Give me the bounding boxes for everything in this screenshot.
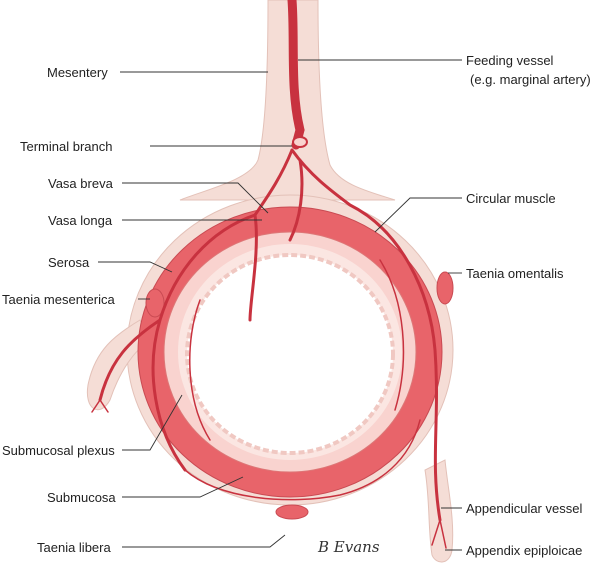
leader-lines (98, 59, 462, 551)
lumen (185, 253, 395, 455)
taenia-libera-shape (275, 504, 309, 520)
artist-signature: B Evans (317, 538, 380, 556)
label-feeding-vessel: Feeding vessel (466, 53, 554, 68)
label-terminal-branch: Terminal branch (20, 139, 113, 154)
label-appendicular-vessel: Appendicular vessel (466, 501, 582, 516)
label-feeding-vessel-note: (e.g. marginal artery) (470, 72, 591, 87)
label-circular-muscle: Circular muscle (466, 191, 556, 206)
label-taenia-omentalis: Taenia omentalis (466, 266, 564, 281)
taenia-omentalis-shape (436, 271, 454, 305)
feeding-vessel (287, 0, 305, 150)
label-taenia-libera: Taenia libera (37, 540, 111, 555)
label-appendix-epiploicae: Appendix epiploicae (466, 543, 582, 558)
cut-vessel-end (292, 136, 308, 148)
vessel-branches (98, 148, 442, 522)
label-taenia-mesenterica: Taenia mesenterica (2, 292, 115, 307)
label-submucosa: Submucosa (47, 490, 116, 505)
label-mesentery: Mesentery (47, 65, 108, 80)
submucosal-plexus-vessels (91, 259, 447, 549)
mesentery-shape (179, 0, 396, 201)
label-submucosal-plexus: Submucosal plexus (2, 443, 115, 458)
label-vasa-longa: Vasa longa (48, 213, 113, 228)
taenia-mesenterica-shape (145, 288, 165, 318)
label-serosa: Serosa (48, 255, 90, 270)
label-vasa-breva: Vasa breva (48, 176, 114, 191)
